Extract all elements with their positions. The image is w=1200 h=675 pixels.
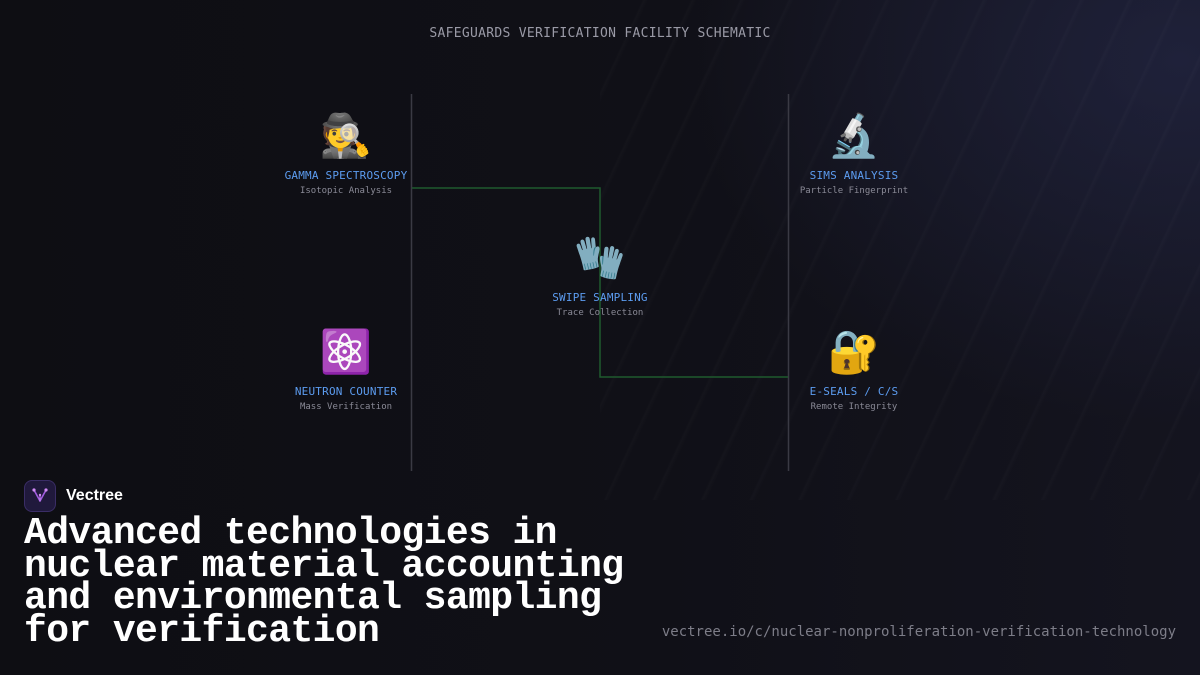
- node-subtitle: Particle Fingerprint: [799, 186, 909, 196]
- node-e-seals: 🔐 E-SEALS / C/S Remote Integrity: [764, 327, 944, 412]
- node-label: NEUTRON COUNTER: [294, 385, 398, 398]
- node-subtitle: Isotopic Analysis: [299, 186, 393, 196]
- node-swipe-sampling: 🧤 SWIPE SAMPLING Trace Collection: [510, 233, 690, 318]
- page-title: Advanced technologies in nuclear materia…: [24, 512, 624, 653]
- node-subtitle: Trace Collection: [556, 308, 644, 318]
- diagram-title: SAFEGUARDS VERIFICATION FACILITY SCHEMAT…: [429, 26, 771, 41]
- detective-icon: 🕵️: [319, 111, 373, 160]
- background-rays: [600, 0, 1200, 500]
- node-gamma-spectroscopy: 🕵️ GAMMA SPECTROSCOPY Isotopic Analysis: [256, 111, 436, 196]
- atom-icon: ⚛️: [319, 327, 373, 376]
- microscope-icon: 🔬: [827, 111, 881, 160]
- vectree-logo-icon: [24, 480, 56, 512]
- brand-name: Vectree: [66, 487, 123, 504]
- node-label: E-SEALS / C/S: [809, 385, 899, 398]
- brand[interactable]: Vectree: [24, 479, 123, 513]
- page-url[interactable]: vectree.io/c/nuclear-nonproliferation-ve…: [661, 624, 1176, 640]
- node-neutron-counter: ⚛️ NEUTRON COUNTER Mass Verification: [256, 327, 436, 412]
- node-subtitle: Mass Verification: [299, 402, 393, 412]
- locked-with-key-icon: 🔐: [827, 327, 881, 376]
- node-label: GAMMA SPECTROSCOPY: [284, 169, 408, 182]
- node-sims-analysis: 🔬 SIMS ANALYSIS Particle Fingerprint: [764, 111, 944, 196]
- node-subtitle: Remote Integrity: [810, 402, 898, 412]
- node-label: SWIPE SAMPLING: [552, 291, 648, 304]
- connection-wire: [412, 187, 788, 378]
- gloves-icon: 🧤: [573, 233, 627, 282]
- node-label: SIMS ANALYSIS: [809, 169, 899, 182]
